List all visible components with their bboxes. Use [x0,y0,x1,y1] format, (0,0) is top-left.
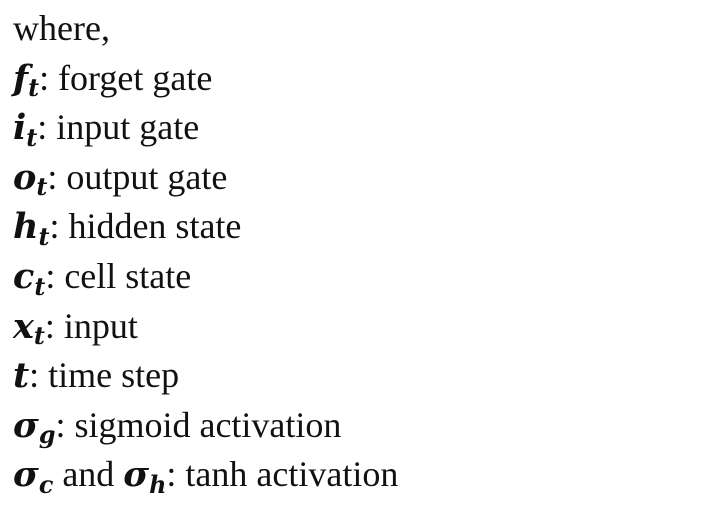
symbol: i [13,107,27,149]
description: : output gate [47,156,228,197]
definition-time-step: t: time step [13,351,703,401]
subscript: t [26,123,38,152]
symbol: o [13,156,37,198]
definitions-list: where, ft: forget gate it: input gate ot… [13,4,703,500]
intro-line: where, [13,4,703,54]
symbol: σ [13,404,39,446]
subscript: c [38,471,54,499]
symbol: f [13,57,29,99]
definition-hidden-state: ht: hidden state [13,202,703,252]
connector-text: and [53,454,124,495]
definition-forget-gate: ft: forget gate [13,54,703,104]
description: : hidden state [49,206,242,247]
definition-input-gate: it: input gate [13,103,703,153]
description: : forget gate [39,57,213,98]
symbol: σ [13,454,39,496]
definition-cell-state: ct: cell state [13,252,703,302]
description: : input gate [37,107,200,148]
subscript: t [36,173,48,202]
symbol: x [13,305,34,347]
description: : input [44,305,138,346]
subscript: g [38,421,56,450]
subscript: t [34,272,46,301]
description: : time step [29,355,180,396]
description: : cell state [45,255,192,296]
subscript: t [38,223,50,252]
subscript: t [28,74,40,103]
symbol: c [13,255,35,297]
description: : sigmoid activation [55,404,342,445]
definition-sigmoid-activation: σg: sigmoid activation [13,401,703,451]
definition-input: xt: input [13,302,703,352]
symbol: t [13,355,30,397]
definition-tanh-activation: σc and σh: tanh activation [13,450,703,500]
definition-output-gate: ot: output gate [13,153,703,203]
symbol: h [13,206,39,248]
subscript: t [33,322,45,351]
symbol: σ [123,454,150,496]
subscript: h [149,471,167,499]
intro-text: where, [13,8,110,48]
description: : tanh activation [166,454,399,495]
